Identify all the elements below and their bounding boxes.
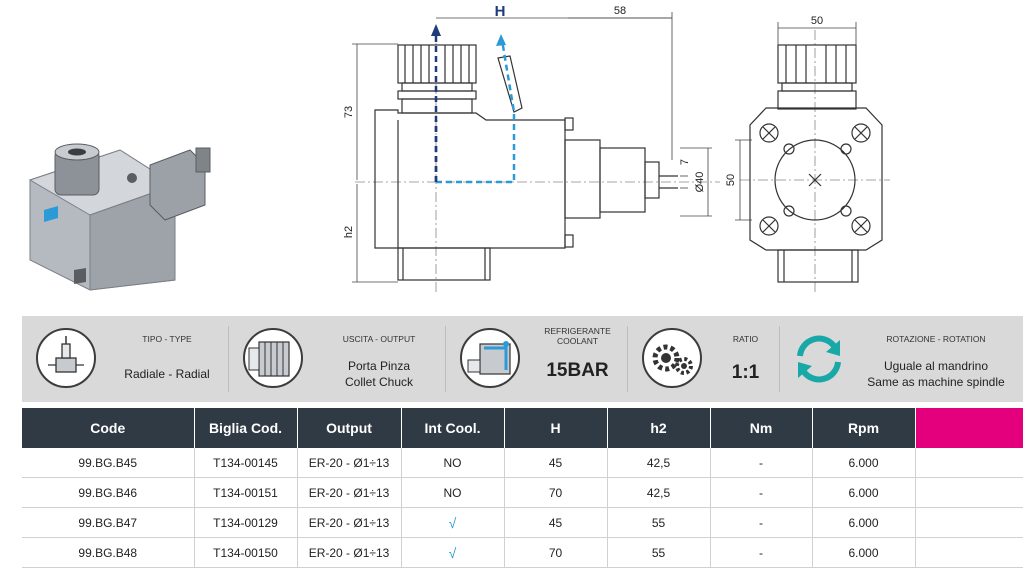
divider — [228, 326, 229, 392]
coolant-path-lines — [431, 24, 516, 184]
cell-extra — [915, 477, 1023, 508]
table-row: 99.BG.B48 T134-00150 ER-20 - Ø1÷13 √ 70 … — [22, 537, 1023, 568]
spec-ratio: RATIO 1:1 — [628, 316, 778, 402]
spec-table: Code Biglia Cod. Output Int Cool. H h2 N… — [22, 408, 1023, 568]
header-code: Code — [22, 408, 195, 448]
rotation-arrows-icon — [797, 335, 841, 383]
divider — [779, 326, 780, 392]
cell-biglia-cod: T134-00150 — [194, 537, 298, 568]
dim-label-h2: h2 — [343, 226, 355, 238]
spec-type-label: TIPO - TYPE — [142, 334, 192, 344]
dim-label-diameter-40: Ø40 — [694, 172, 706, 193]
cell-int-cool: √ — [401, 507, 505, 538]
cell-biglia-cod: T134-00151 — [194, 477, 298, 508]
spec-rotation-value-line1: Uguale al mandrino — [883, 359, 989, 373]
coolant-icon — [460, 328, 520, 388]
cell-h: 45 — [504, 507, 608, 538]
dim-label-58: 58 — [614, 5, 626, 17]
dim-label-h: H — [495, 3, 506, 20]
cell-h2: 55 — [607, 507, 711, 538]
spec-rotation: ROTAZIONE - ROTATION Uguale al mandrino … — [780, 316, 1023, 402]
header-biglia-cod: Biglia Cod. — [194, 408, 298, 448]
divider — [627, 326, 628, 392]
header-h: H — [504, 408, 608, 448]
cell-code: 99.BG.B45 — [22, 448, 195, 478]
cell-rpm: 6.000 — [812, 537, 916, 568]
spec-type: TIPO - TYPE Radiale - Radial — [22, 316, 227, 402]
header-int-cool: Int Cool. — [401, 408, 505, 448]
cell-h2: 42,5 — [607, 477, 711, 508]
technical-drawings: H 58 73 h2 7 Ø40 50 50 — [28, 3, 890, 295]
cell-rpm: 6.000 — [812, 448, 916, 478]
cell-int-cool: √ — [401, 537, 505, 568]
spec-output: USCITA - OUTPUT Porta Pinza Collet Chuck — [229, 316, 444, 402]
cell-h: 45 — [504, 448, 608, 478]
spec-output-value-line2: Collet Chuck — [344, 375, 414, 389]
front-view-drawing — [740, 30, 890, 295]
product-3d-render — [28, 143, 211, 291]
header-nm: Nm — [710, 408, 813, 448]
spec-coolant: REFRIGERANTE COOLANT 15BAR — [446, 316, 626, 402]
dim-label-73: 73 — [343, 106, 355, 118]
header-rpm: Rpm — [812, 408, 916, 448]
cell-output: ER-20 - Ø1÷13 — [297, 507, 402, 538]
side-view-drawing — [355, 30, 720, 295]
cell-nm: - — [710, 448, 813, 478]
header-accent — [915, 408, 1023, 448]
spec-rotation-label: ROTAZIONE - ROTATION — [886, 334, 986, 344]
cell-output: ER-20 - Ø1÷13 — [297, 477, 402, 508]
cell-code: 99.BG.B47 — [22, 507, 195, 538]
dim-label-7: 7 — [679, 159, 691, 165]
divider — [445, 326, 446, 392]
collet-chuck-icon — [243, 328, 303, 388]
spec-rotation-value-line2: Same as machine spindle — [867, 375, 1005, 389]
cell-code: 99.BG.B48 — [22, 537, 195, 568]
table-row: 99.BG.B47 T134-00129 ER-20 - Ø1÷13 √ 45 … — [22, 507, 1023, 538]
cell-h2: 55 — [607, 537, 711, 568]
cell-nm: - — [710, 537, 813, 568]
header-output: Output — [297, 408, 402, 448]
dim-label-50-side: 50 — [725, 174, 737, 186]
cell-output: ER-20 - Ø1÷13 — [297, 448, 402, 478]
spec-coolant-label-line1: REFRIGERANTE — [544, 326, 611, 336]
cell-rpm: 6.000 — [812, 507, 916, 538]
spec-band: TIPO - TYPE Radiale - Radial USCITA - OU… — [22, 316, 1023, 402]
spec-ratio-value: 1:1 — [731, 362, 760, 383]
radial-type-icon — [36, 328, 96, 388]
cell-int-cool: NO — [401, 448, 505, 478]
spec-type-value: Radiale - Radial — [124, 367, 210, 381]
cell-h: 70 — [504, 477, 608, 508]
spec-output-label: USCITA - OUTPUT — [342, 334, 416, 344]
table-row: 99.BG.B46 T134-00151 ER-20 - Ø1÷13 NO 70… — [22, 477, 1023, 508]
cell-extra — [915, 537, 1023, 568]
table-header-row: Code Biglia Cod. Output Int Cool. H h2 N… — [22, 408, 1023, 448]
cell-output: ER-20 - Ø1÷13 — [297, 537, 402, 568]
front-dimension-lines — [735, 22, 857, 221]
spec-ratio-label: RATIO — [732, 334, 759, 344]
cell-rpm: 6.000 — [812, 477, 916, 508]
spec-coolant-value: 15BAR — [546, 360, 609, 381]
cell-code: 99.BG.B46 — [22, 477, 195, 508]
cell-h: 70 — [504, 537, 608, 568]
dim-label-50-top: 50 — [811, 15, 823, 27]
cell-h2: 42,5 — [607, 448, 711, 478]
dimension-lines — [352, 12, 712, 283]
table-row: 99.BG.B45 T134-00145 ER-20 - Ø1÷13 NO 45… — [22, 448, 1023, 478]
cell-extra — [915, 448, 1023, 478]
spec-coolant-label-line2: COOLANT — [556, 336, 599, 346]
cell-biglia-cod: T134-00129 — [194, 507, 298, 538]
cell-nm: - — [710, 507, 813, 538]
header-h2: h2 — [607, 408, 711, 448]
cell-biglia-cod: T134-00145 — [194, 448, 298, 478]
gears-icon — [642, 328, 702, 388]
cell-nm: - — [710, 477, 813, 508]
spec-output-value-line1: Porta Pinza — [347, 359, 411, 373]
cell-int-cool: NO — [401, 477, 505, 508]
cell-extra — [915, 507, 1023, 538]
